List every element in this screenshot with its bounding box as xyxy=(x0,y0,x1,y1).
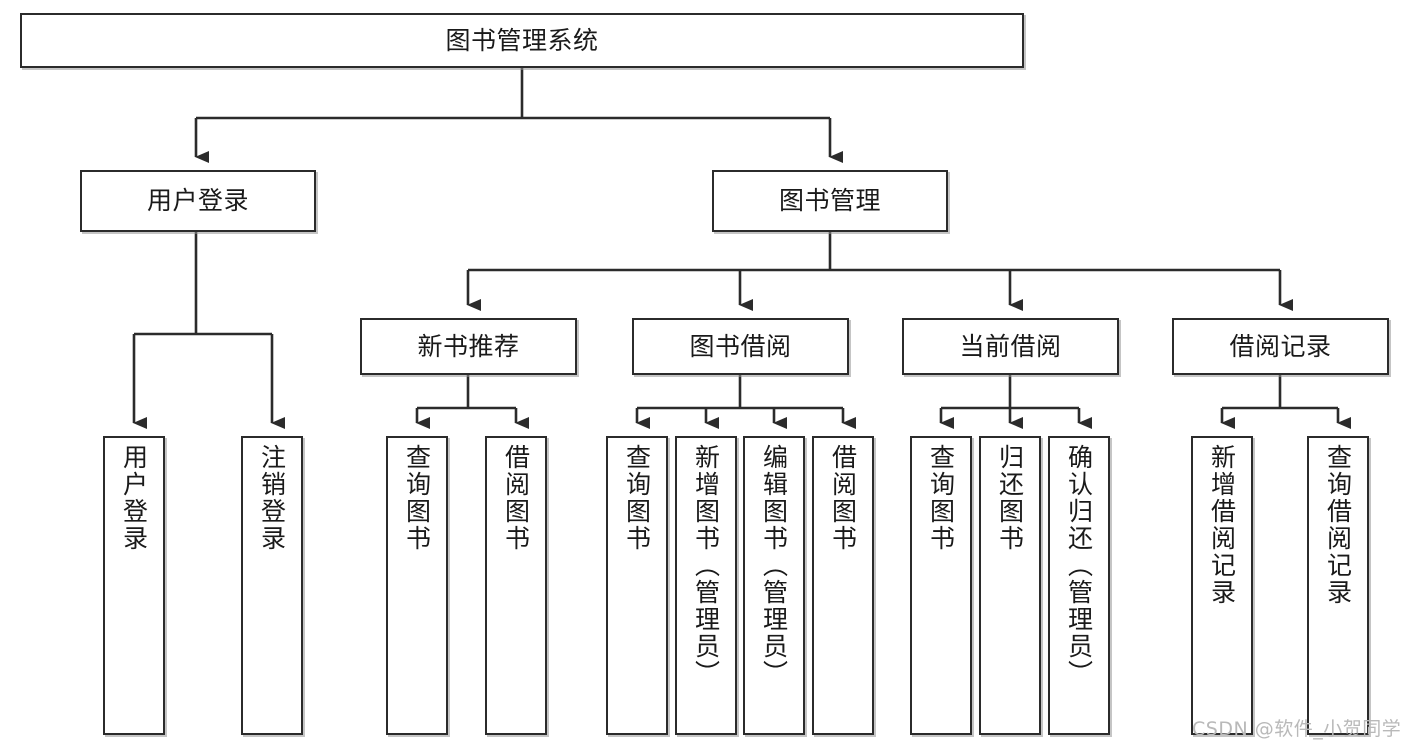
node-user-login[interactable]: 用户登录 xyxy=(80,170,316,232)
node-book-borrow-label: 图书借阅 xyxy=(689,331,792,361)
leaf-add-record-label: 新增借阅记录 xyxy=(1207,444,1237,606)
csdn-watermark: CSDN @软件_小贺同学 xyxy=(1192,718,1402,740)
leaf-borrow-book-2-label: 借阅图书 xyxy=(828,444,858,552)
leaf-return-book[interactable]: 归还图书 xyxy=(979,436,1041,735)
leaf-edit-book[interactable]: 编辑图书（管理员） xyxy=(743,436,805,735)
node-current-borrow-label: 当前借阅 xyxy=(959,331,1062,361)
node-user-login-label: 用户登录 xyxy=(146,186,249,216)
leaf-query-book-3-label: 查询图书 xyxy=(926,444,956,552)
leaf-user-login-label: 用户登录 xyxy=(119,444,149,552)
leaf-edit-book-label: 编辑图书（管理员） xyxy=(759,444,789,687)
leaf-logout-login[interactable]: 注销登录 xyxy=(241,436,303,735)
leaf-query-book-2[interactable]: 查询图书 xyxy=(606,436,668,735)
node-borrow-record-label: 借阅记录 xyxy=(1229,331,1332,361)
node-borrow-record[interactable]: 借阅记录 xyxy=(1172,318,1389,375)
leaf-query-record-label: 查询借阅记录 xyxy=(1323,444,1353,606)
leaf-borrow-book-1[interactable]: 借阅图书 xyxy=(485,436,547,735)
leaf-query-book-1[interactable]: 查询图书 xyxy=(386,436,448,735)
leaf-query-record[interactable]: 查询借阅记录 xyxy=(1307,436,1369,735)
node-book-borrow[interactable]: 图书借阅 xyxy=(632,318,849,375)
leaf-query-book-2-label: 查询图书 xyxy=(622,444,652,552)
node-book-management-label: 图书管理 xyxy=(778,186,881,216)
node-current-borrow[interactable]: 当前借阅 xyxy=(902,318,1119,375)
node-new-book-recommend[interactable]: 新书推荐 xyxy=(360,318,577,375)
leaf-add-record[interactable]: 新增借阅记录 xyxy=(1191,436,1253,735)
node-new-book-recommend-label: 新书推荐 xyxy=(417,331,520,361)
leaf-user-login[interactable]: 用户登录 xyxy=(103,436,165,735)
leaf-return-book-label: 归还图书 xyxy=(995,444,1025,552)
leaf-logout-login-label: 注销登录 xyxy=(257,444,287,552)
node-root[interactable]: 图书管理系统 xyxy=(20,13,1024,68)
leaf-confirm-return-label: 确认归还（管理员） xyxy=(1064,444,1094,687)
leaf-borrow-book-1-label: 借阅图书 xyxy=(501,444,531,552)
leaf-add-book[interactable]: 新增图书（管理员） xyxy=(675,436,737,735)
leaf-confirm-return[interactable]: 确认归还（管理员） xyxy=(1048,436,1110,735)
leaf-add-book-label: 新增图书（管理员） xyxy=(691,444,721,687)
leaf-borrow-book-2[interactable]: 借阅图书 xyxy=(812,436,874,735)
leaf-query-book-3[interactable]: 查询图书 xyxy=(910,436,972,735)
node-root-label: 图书管理系统 xyxy=(445,25,599,55)
node-book-management[interactable]: 图书管理 xyxy=(712,170,948,232)
leaf-query-book-1-label: 查询图书 xyxy=(402,444,432,552)
